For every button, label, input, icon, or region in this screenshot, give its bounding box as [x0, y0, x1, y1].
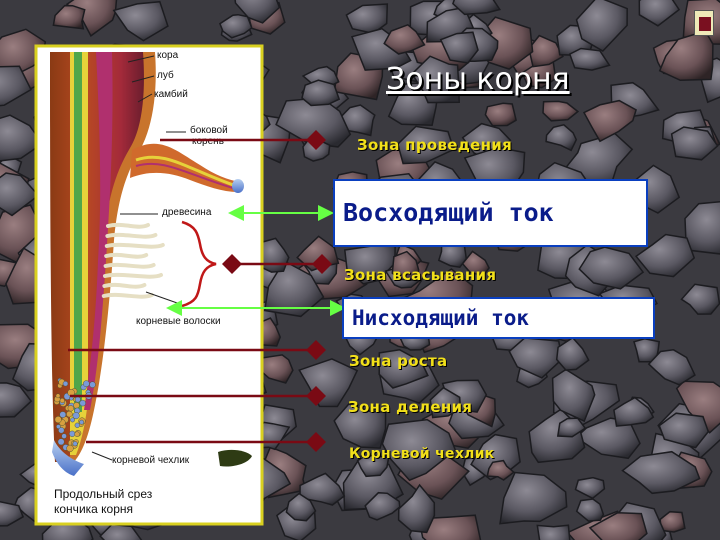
zone-root-cap: Корневой чехлик — [349, 446, 495, 462]
slide-nav-button[interactable] — [694, 10, 714, 36]
zone-absorption: Зона всасывания — [344, 266, 496, 284]
zone-conduction: Зона проведения — [357, 136, 512, 154]
zone-growth: Зона роста — [349, 352, 447, 370]
descending-current-box: Нисходящий ток — [342, 297, 655, 339]
ascending-current-box: Восходящий ток — [333, 179, 648, 247]
zone-division: Зона деления — [348, 398, 472, 416]
slide-title: Зоны корня — [386, 60, 616, 100]
